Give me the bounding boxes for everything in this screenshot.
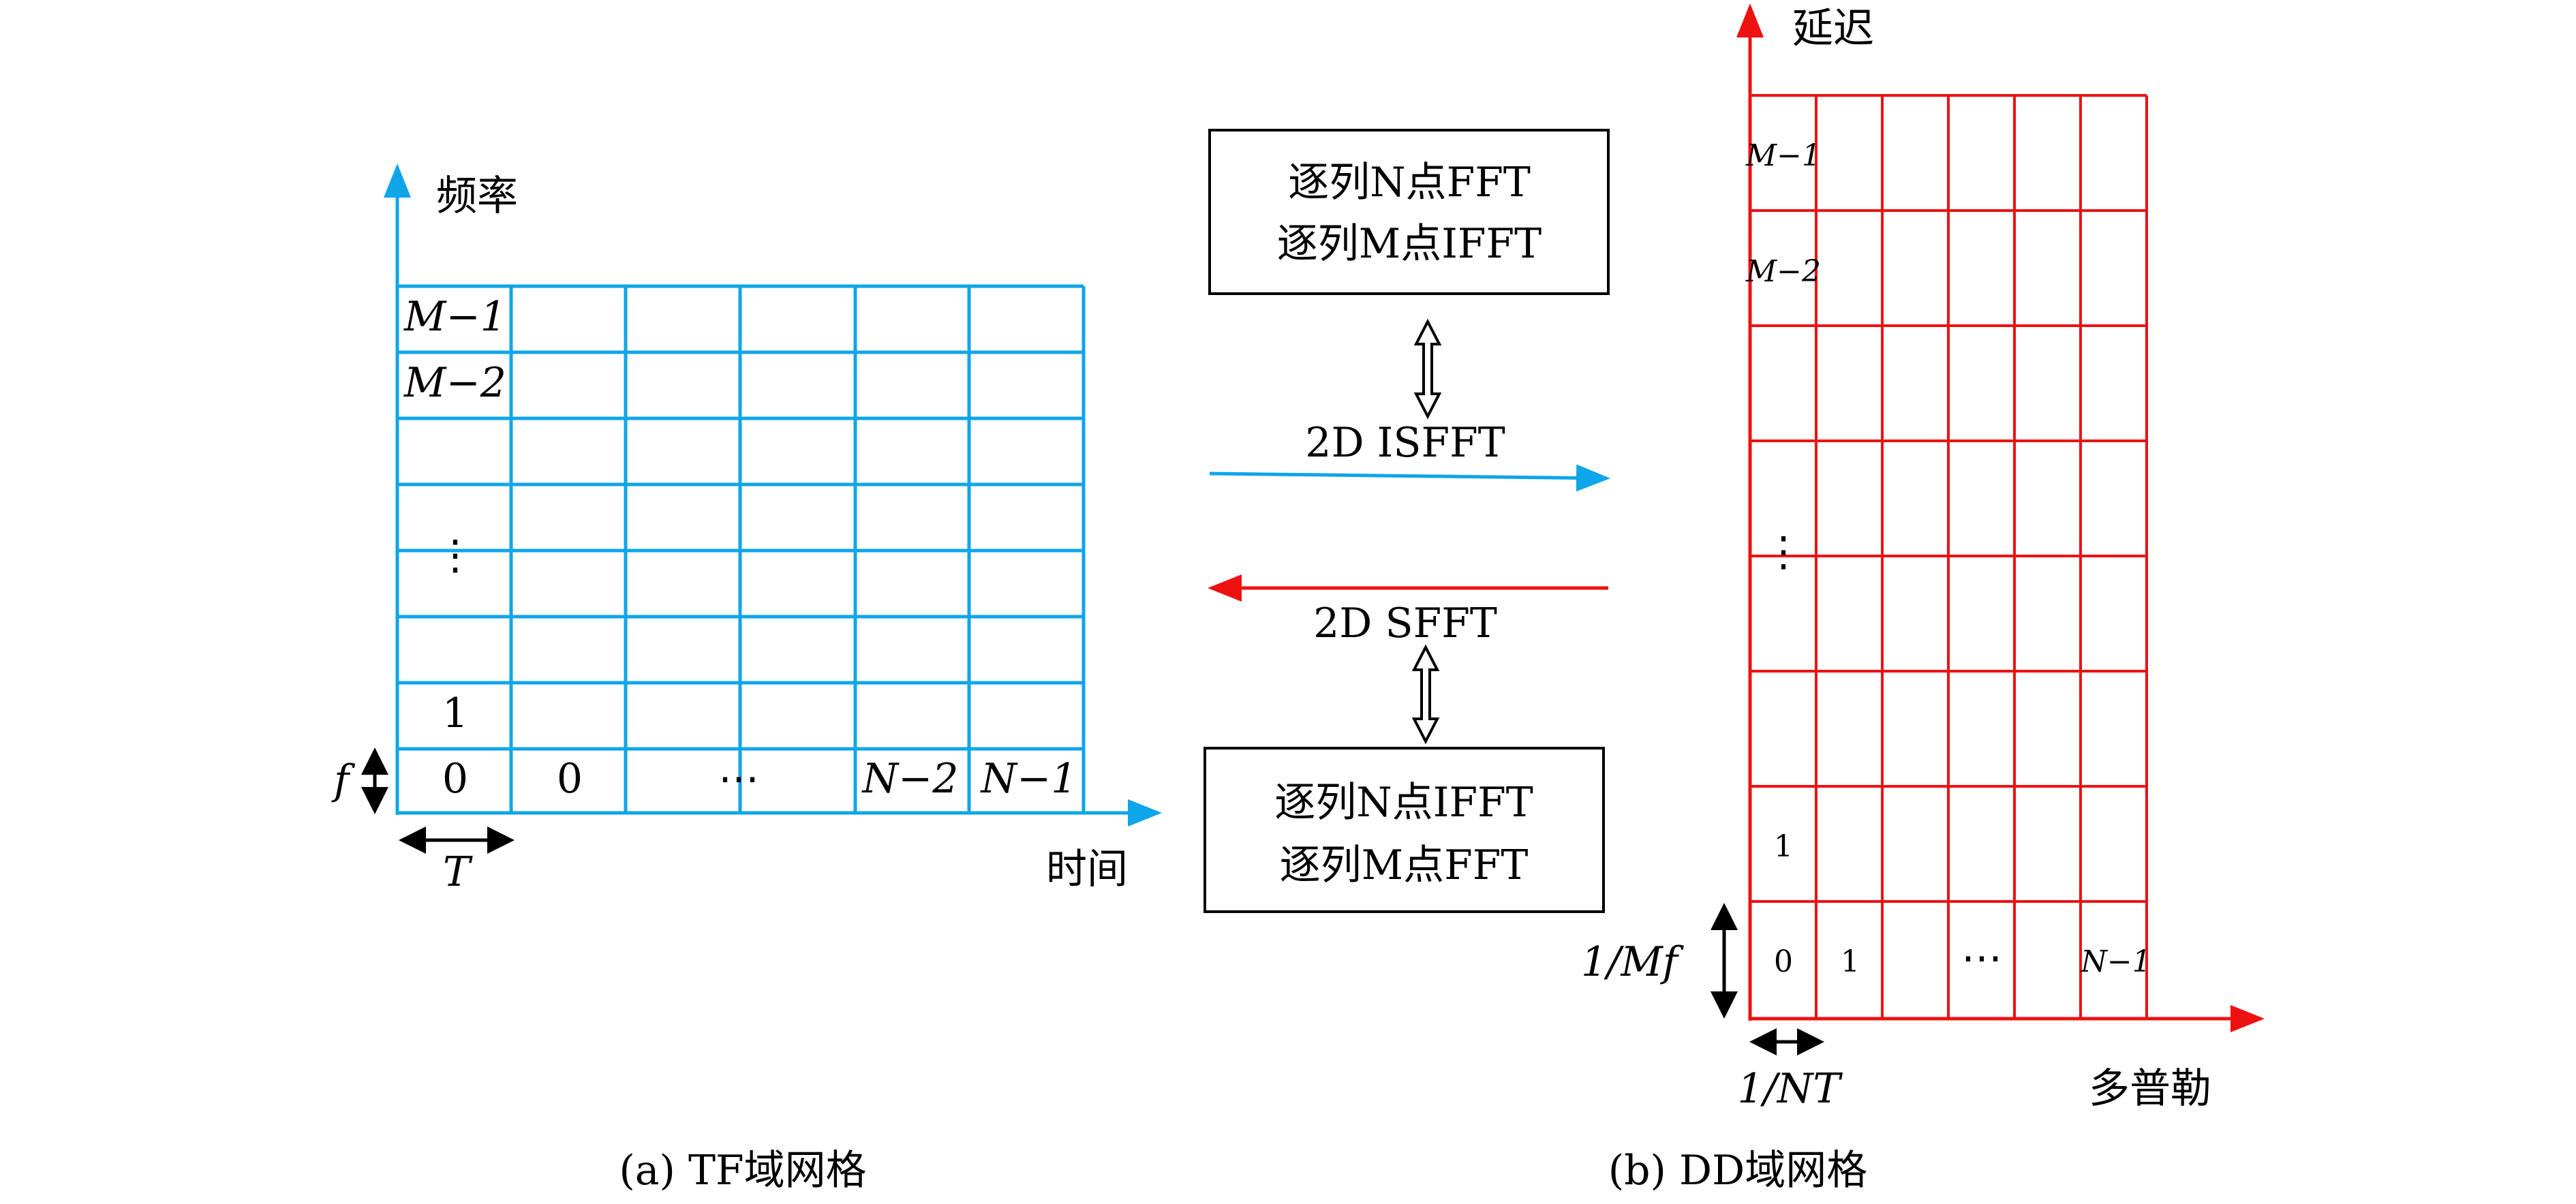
dd-col-label: ⋯ (1961, 934, 2002, 982)
sfft-label: 2D SFFT (1313, 600, 1497, 647)
tf-T-label: T (443, 848, 473, 896)
tf-col-label: 0 (557, 755, 583, 803)
fft-box-top (1208, 129, 1610, 295)
dd-row-label: M−1 (1745, 138, 1821, 173)
tf-f-label: f (331, 756, 356, 804)
tf-col-label: N−1 (980, 755, 1077, 803)
tf-row-label: M−1 (403, 293, 506, 341)
tf-row-label: ⋮ (435, 531, 476, 579)
tf-col-label: 0 (442, 755, 468, 803)
tf-axis-x-label: 时间 (1046, 846, 1128, 893)
tf-caption: (a) TF域网格 (619, 1147, 866, 1194)
dd-col-label: 1 (1841, 944, 1860, 979)
tf-grid-panel: 频率 时间 M−1 M−2 ⋮ 1 0 0 ⋯ N−2 N−1 f T (a) … (331, 164, 1162, 1194)
dd-row-label: 1 (1774, 829, 1793, 864)
dd-row-label: ⋮ (1763, 528, 1804, 576)
fft-box-top-line2: 逐列M点IFFT (1277, 220, 1542, 268)
dd-caption: (b) DD域网格 (1608, 1147, 1868, 1194)
double-arrow-top-icon (1413, 318, 1442, 420)
dd-row-labels: M−1 M−2 ⋮ 1 (1745, 138, 1821, 864)
dd-axis-y-label: 延迟 (1792, 5, 1874, 52)
tf-row-label: 1 (442, 690, 468, 737)
double-arrow-bottom-icon (1411, 644, 1440, 745)
dd-grid-lines (1749, 94, 2148, 1020)
tf-col-label: N−2 (861, 755, 959, 803)
isfft-label: 2D ISFFT (1305, 419, 1505, 467)
dd-delay-res-label: 1/Mf (1581, 938, 1685, 986)
dd-col-label: 0 (1774, 944, 1793, 979)
tf-bottom-row-labels: 0 0 ⋯ N−2 N−1 (442, 755, 1077, 803)
dd-doppler-res-label: 1/NT (1738, 1065, 1843, 1113)
fft-box-bottom-line1: 逐列N点IFFT (1274, 779, 1533, 827)
isfft-arrow (1209, 464, 1610, 492)
tf-axis-y-label: 频率 (436, 172, 518, 220)
fft-box-top-line1: 逐列N点FFT (1288, 159, 1531, 206)
tf-grid-lines (395, 284, 1086, 815)
transform-panel: 逐列N点FFT 逐列M点IFFT 2D ISFFT 2D SFFT 逐列N点IF… (1203, 129, 1610, 913)
fft-box-bottom (1203, 747, 1605, 913)
dd-bottom-row-labels: 0 1 ⋯ N−1 (1774, 934, 2151, 982)
tf-row-labels: M−1 M−2 ⋮ 1 (403, 293, 506, 737)
dd-axis-x-label: 多普勒 (2089, 1065, 2211, 1113)
dd-row-label: M−2 (1745, 254, 1821, 289)
dd-col-label: N−1 (2080, 944, 2151, 979)
tf-col-label: ⋯ (718, 755, 759, 803)
dd-grid-panel: 延迟 多普勒 M−1 M−2 ⋮ 1 0 1 ⋯ N−1 1/Mf 1/NT (… (1581, 3, 2265, 1194)
fft-box-bottom-line2: 逐列M点FFT (1280, 842, 1529, 889)
tf-row-label: M−2 (403, 359, 506, 407)
